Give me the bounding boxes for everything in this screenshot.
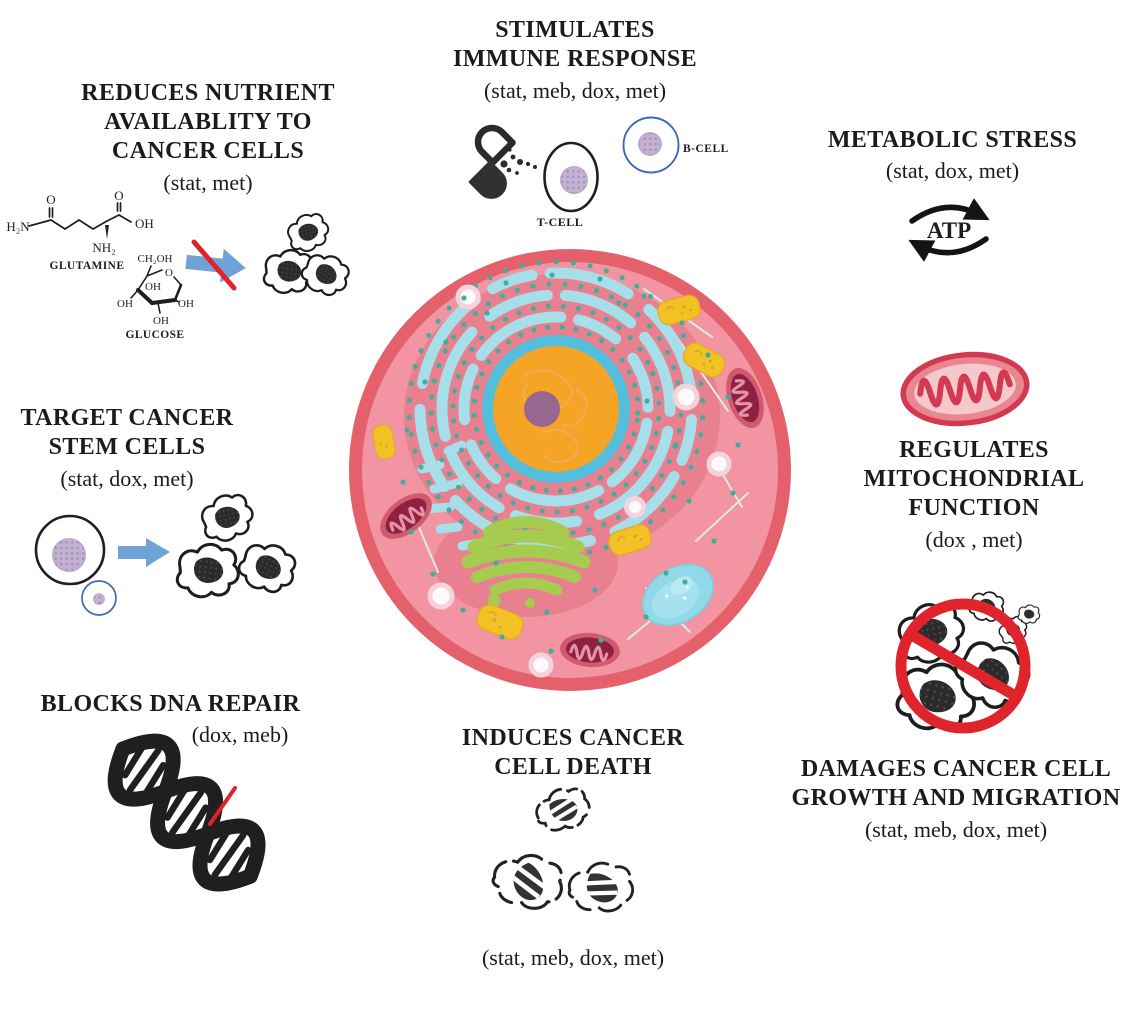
cell-illustration [349,249,791,691]
lysosome [476,604,524,640]
mitochondrion-organelle [380,493,432,539]
damage-title-line2: GROWTH AND MIGRATION [791,785,1121,811]
stem-title-line1: TARGET CANCER [20,405,234,431]
nutrient-title-line2: AVAILABLITY TO [104,109,312,135]
glutamine-amino: NH₂ [92,240,115,255]
nutrient-title-line1: REDUCES NUTRIENT [81,80,335,106]
dna-cut-mark [208,786,237,826]
golgi-apparatus [461,516,591,608]
mitochondrion-organelle [726,368,764,428]
dna-strand-b [107,741,258,892]
pill-capsule-icon [468,124,537,199]
mito-title-line2: MITOCHONDRIAL [863,466,1085,492]
atp-cycle-icon: ATP [908,198,990,262]
arrow-shape [118,538,170,567]
atp-arrow-top [909,198,990,224]
t-cell-icon [543,141,599,213]
glutamine-label: GLUTAMINE [50,260,125,272]
glucose-oh-bottom: OH [153,315,169,327]
death-drugs: (stat, meb, dox, met) [481,945,665,970]
nutrient-title-line3: CANCER CELLS [111,138,305,164]
lysosome [608,524,652,556]
metabolic-title: METABOLIC STRESS [827,127,1078,153]
mito-title-line3: FUNCTION [908,495,1040,521]
cancer-cells-icon [261,209,357,305]
pill-granules [500,148,537,175]
glucose-ring-o: O [165,267,173,279]
mitochondrion-organelle [560,632,620,668]
glutamine-carbonyl-o: O [46,192,55,207]
atp-label: ATP [927,218,971,243]
dna-helix-icon [107,733,266,892]
dna-drugs: (dox, meb) [191,722,289,747]
dna-rungs [121,742,252,884]
glutamine-amine: H₂N [6,219,30,234]
dying-cell [491,853,563,910]
no-entry-icon [890,586,1042,742]
stem-cell-icon [34,489,305,616]
damage-title-line1: DAMAGES CANCER CELL [800,756,1112,782]
atp-arrow-bottom [908,236,989,262]
red-slash [191,239,237,291]
dying-cell [567,861,635,913]
prohibition-ring [895,598,1031,734]
immune-drugs: (stat, meb, dox, met) [483,78,667,103]
glutamine-hydroxyl: OH [135,216,154,231]
damage-drugs: (stat, meb, dox, met) [864,817,1048,842]
stem-cell-nucleus [52,538,86,572]
blocked-arrow-icon [185,239,246,291]
nucleolus [524,391,560,427]
cancer-cells-cluster [173,489,305,604]
pill-body-half [468,160,507,199]
dying-cell [535,787,591,832]
immune-title-line2: IMMUNE RESPONSE [452,46,698,72]
metabolic-drugs: (stat, dox, met) [885,158,1020,183]
mitochondrion-icon [900,351,1030,427]
t-cell-label: T-CELL [536,215,584,229]
glucose-ch2oh: CH₂OH [137,253,172,265]
small-cell-nucleus [93,593,105,605]
glucose-label: GLUCOSE [125,329,184,341]
vesicles [427,284,732,678]
nutrient-drugs: (stat, met) [163,170,253,195]
death-title-line1: INDUCES CANCER [461,725,685,751]
free-ribosomes [400,272,741,654]
glucose-oh-inner: OH [145,281,161,293]
stem-title-line2: STEM CELLS [48,434,206,460]
glutamine-structure [28,202,132,239]
lysosome [682,342,726,378]
dna-title: BLOCKS DNA REPAIR [40,691,301,717]
glutamine-carboxyl-o: O [114,188,123,203]
glucose-oh-right: OH [178,298,194,310]
glutamine-glucose-structures: O O H₂N OH NH₂ GLUTAMINE CH₂OH O OH OH [6,188,194,341]
b-cell-label: B-CELL [683,143,729,155]
prohibition-slash [907,629,1020,702]
dna-strand-a [115,733,266,884]
glucose-oh-left: OH [117,298,133,310]
immune-title-line1: STIMULATES [495,17,655,43]
mitochondrion-cristae [917,369,1013,408]
mito-drugs: (dox , met) [925,527,1023,552]
b-cell-icon [622,116,680,174]
mito-title-line1: REGULATES [899,437,1049,463]
dying-cells-icon [491,787,635,913]
pill-cap-half [474,124,516,166]
lysosome [372,424,396,460]
death-title-line2: CELL DEATH [494,754,652,780]
nucleus [482,335,630,483]
chromatin-strands [521,369,588,464]
vacuole [641,563,715,627]
stem-drugs: (stat, dox, met) [60,466,194,491]
glucose-structure [130,265,183,314]
